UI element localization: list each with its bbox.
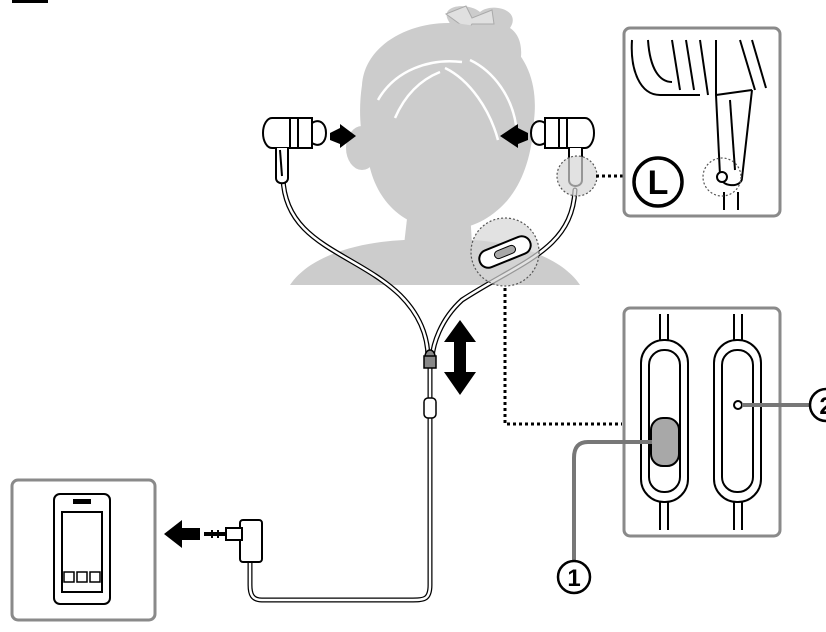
callout-1-leader: [572, 440, 652, 560]
control-button-icon: [650, 417, 680, 467]
left-marker-detail-panel: L: [622, 26, 782, 218]
remote-dotted-leader: [503, 288, 622, 426]
adjust-double-arrow-icon: [444, 320, 476, 395]
cable-splitter: [423, 349, 437, 369]
cable-slider: [423, 397, 437, 419]
plug-icon: [204, 519, 263, 563]
remote-detail-panel: [622, 306, 782, 538]
hair-strand-lines: [376, 58, 518, 141]
left-marker-dot-ring: [702, 157, 742, 197]
left-marker-badge: [632, 156, 684, 208]
remote-highlight: [470, 217, 540, 287]
smartphone-panel: [10, 478, 157, 622]
left-marker-highlight: [556, 155, 598, 197]
left-insert-arrow-icon: [330, 124, 356, 148]
callout-2-number: 2: [819, 393, 826, 420]
top-left-mark: [12, 0, 48, 3]
microphone-hole-icon: [733, 400, 743, 410]
callout-1: 1: [556, 559, 592, 595]
left-marker-label: L: [648, 164, 669, 202]
right-insert-arrow-icon: [500, 124, 528, 148]
left-side-earbud-icon: [262, 117, 328, 185]
callout-2: 2: [808, 387, 826, 423]
callout-1-number: 1: [567, 565, 580, 592]
connect-arrow-icon: [164, 520, 200, 548]
smartphone-icon: [53, 493, 111, 605]
left-marker-dot: [716, 171, 728, 183]
